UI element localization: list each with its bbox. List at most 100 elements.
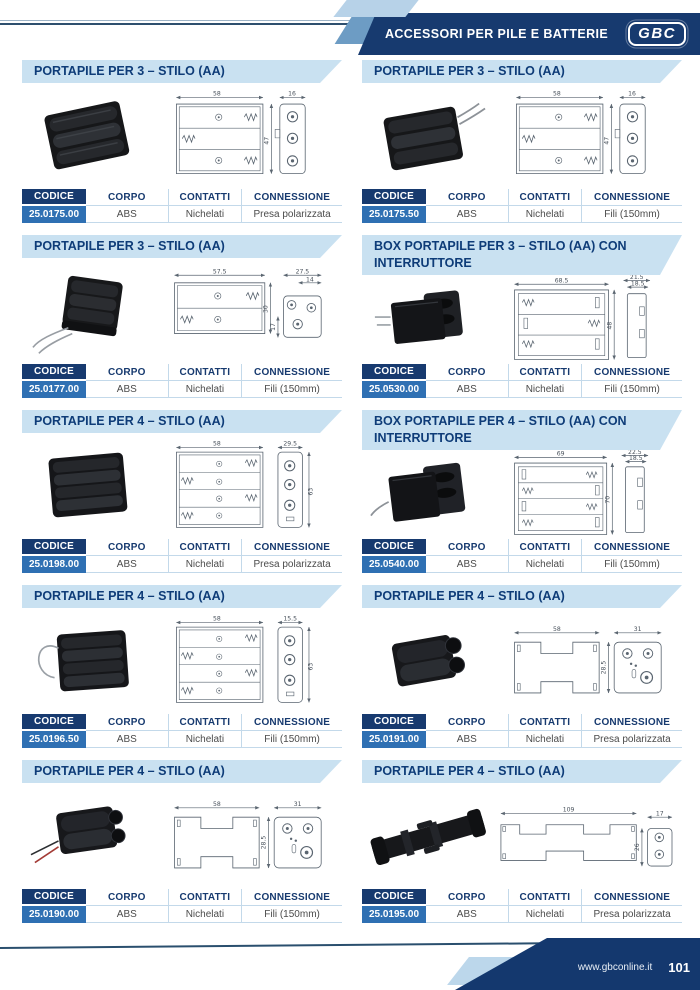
svg-text:26: 26 [634, 843, 641, 851]
product-card: BOX PORTAPILE PER 3 – STILO (AA) CON INT… [362, 235, 682, 410]
product-code: 25.0177.00 [22, 381, 86, 398]
product-connessione: Presa polarizzata [581, 731, 682, 748]
col-header-contatti: CONTATTI [507, 889, 582, 906]
col-header-connessione: CONNESSIONE [581, 889, 682, 906]
battery-holder-photo [383, 102, 486, 171]
product-grid: PORTAPILE PER 3 – STILO (AA) [22, 60, 682, 935]
svg-text:31: 31 [634, 626, 642, 633]
svg-text:18.5: 18.5 [631, 280, 645, 287]
svg-text:47: 47 [264, 137, 271, 145]
product-photo [22, 616, 153, 706]
product-contatti: Nichelati [507, 731, 582, 748]
col-header-connessione: CONNESSIONE [581, 714, 682, 731]
col-header-contatti: CONTATTI [507, 364, 582, 381]
svg-text:58: 58 [213, 616, 221, 623]
product-card: PORTAPILE PER 4 – STILO (AA) [22, 585, 342, 760]
svg-text:58: 58 [553, 91, 561, 98]
col-header-contatti: CONTATTI [507, 189, 582, 206]
product-connessione: Presa polarizzata [241, 556, 342, 573]
product-contatti: Nichelati [507, 556, 582, 573]
product-corpo: ABS [86, 556, 168, 573]
battery-holder-photo [44, 101, 129, 170]
svg-text:63: 63 [308, 663, 315, 671]
col-header-contatti: CONTATTI [167, 889, 242, 906]
col-header-connessione: CONNESSIONE [241, 714, 342, 731]
product-code: 25.0175.00 [22, 206, 86, 223]
product-contatti: Nichelati [507, 381, 582, 398]
product-connessione: Fili (150mm) [581, 206, 682, 223]
svg-text:63: 63 [308, 488, 315, 496]
spec-table: CODICE CORPO CONTATTI CONNESSIONE 25.053… [362, 364, 682, 398]
col-header-connessione: CONNESSIONE [241, 189, 342, 206]
spec-table: CODICE CORPO CONTATTI CONNESSIONE 25.019… [22, 539, 342, 573]
product-connessione: Fili (150mm) [241, 381, 342, 398]
technical-drawing: 68.5 48 21.5 18.5 [493, 275, 682, 364]
col-header-connessione: CONNESSIONE [581, 539, 682, 556]
col-header-connessione: CONNESSIONE [241, 539, 342, 556]
product-photo [362, 91, 493, 181]
product-corpo: ABS [426, 731, 508, 748]
product-card: PORTAPILE PER 3 – STILO (AA) [362, 60, 682, 235]
spec-table: CODICE CORPO CONTATTI CONNESSIONE 25.019… [362, 714, 682, 748]
product-corpo: ABS [426, 906, 508, 923]
svg-text:16: 16 [288, 91, 296, 98]
col-header-corpo: CORPO [86, 714, 168, 731]
battery-box-photo [374, 289, 463, 344]
product-corpo: ABS [426, 381, 508, 398]
product-corpo: ABS [426, 206, 508, 223]
page-number: 101 [668, 959, 690, 975]
product-title: PORTAPILE PER 3 – STILO (AA) [22, 60, 342, 83]
svg-text:29.5: 29.5 [284, 441, 298, 448]
svg-text:31: 31 [294, 801, 302, 808]
col-header-corpo: CORPO [426, 889, 508, 906]
product-code: 25.0191.00 [362, 731, 426, 748]
col-header-contatti: CONTATTI [507, 714, 582, 731]
product-contatti: Nichelati [167, 731, 242, 748]
col-header-contatti: CONTATTI [167, 364, 242, 381]
product-connessione: Fili (150mm) [241, 731, 342, 748]
svg-text:15.5: 15.5 [284, 616, 298, 623]
col-header-codice: CODICE [362, 889, 426, 906]
spec-table: CODICE CORPO CONTATTI CONNESSIONE 25.017… [362, 189, 682, 223]
svg-text:58: 58 [553, 626, 561, 633]
col-header-connessione: CONNESSIONE [241, 364, 342, 381]
product-contatti: Nichelati [167, 556, 242, 573]
svg-text:30: 30 [263, 305, 270, 313]
col-header-codice: CODICE [22, 889, 86, 906]
product-connessione: Presa polarizzata [581, 906, 682, 923]
product-corpo: ABS [86, 906, 168, 923]
product-contatti: Nichelati [507, 206, 582, 223]
spec-table: CODICE CORPO CONTATTI CONNESSIONE 25.054… [362, 539, 682, 573]
gbc-logo: GBC [628, 22, 686, 46]
product-title: PORTAPILE PER 4 – STILO (AA) [362, 585, 682, 608]
col-header-contatti: CONTATTI [167, 539, 242, 556]
svg-text:22.5: 22.5 [628, 450, 642, 456]
product-contatti: Nichelati [167, 906, 242, 923]
col-header-codice: CODICE [362, 364, 426, 381]
battery-holder-photo [31, 275, 123, 354]
header-band: ACCESSORI PER PILE E BATTERIE GBC [358, 13, 700, 55]
product-code: 25.0540.00 [362, 556, 426, 573]
col-header-corpo: CORPO [426, 189, 508, 206]
spec-table: CODICE CORPO CONTATTI CONNESSIONE 25.017… [22, 189, 342, 223]
product-contatti: Nichelati [167, 381, 242, 398]
product-card: PORTAPILE PER 4 – STILO (AA) [362, 585, 682, 760]
col-header-corpo: CORPO [426, 539, 508, 556]
col-header-corpo: CORPO [86, 889, 168, 906]
svg-text:21.5: 21.5 [630, 275, 644, 281]
col-header-connessione: CONNESSIONE [581, 364, 682, 381]
header-accent-light [333, 0, 419, 17]
svg-text:58: 58 [213, 441, 221, 448]
product-title: PORTAPILE PER 4 – STILO (AA) [22, 410, 342, 433]
col-header-codice: CODICE [362, 189, 426, 206]
battery-holder-photo [391, 635, 465, 687]
svg-text:109: 109 [563, 807, 575, 814]
col-header-codice: CODICE [22, 714, 86, 731]
col-header-codice: CODICE [362, 539, 426, 556]
col-header-contatti: CONTATTI [507, 539, 582, 556]
technical-drawing: 58 16 47 [153, 89, 342, 183]
spec-table: CODICE CORPO CONTATTI CONNESSIONE 25.019… [22, 889, 342, 923]
col-header-corpo: CORPO [86, 539, 168, 556]
battery-holder-photo [48, 452, 127, 518]
product-code: 25.0530.00 [362, 381, 426, 398]
